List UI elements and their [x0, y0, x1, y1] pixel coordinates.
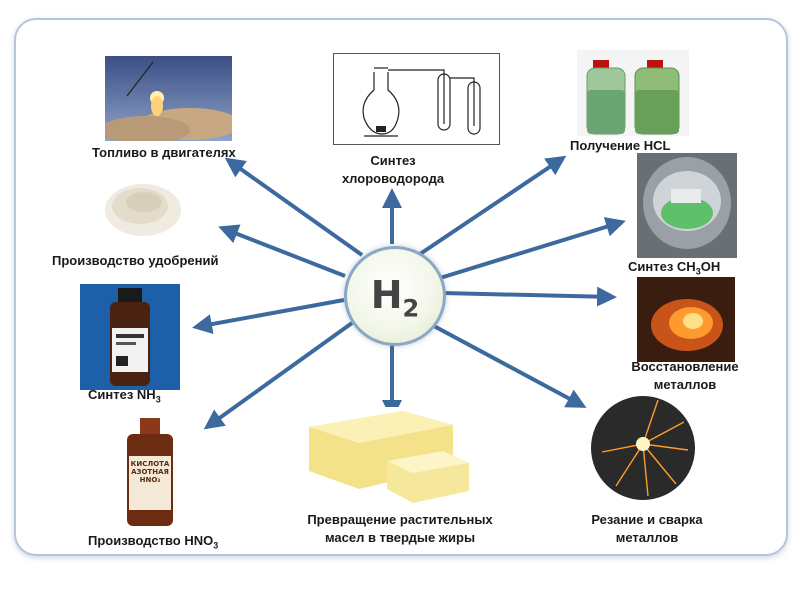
label-ammonia: Синтез NH3	[88, 387, 161, 405]
arrow-to-metals-reduction	[441, 286, 617, 307]
label-methanol: Синтез CH3OH	[628, 259, 721, 277]
fertilizer-granules-photo	[88, 172, 193, 244]
label-metals-reduction: Восстановление металлов	[631, 359, 739, 392]
ammonia-bottle-photo	[80, 284, 180, 390]
hydrogen-formula: H2	[370, 273, 420, 323]
label-hcl-synthesis: Синтез хлороводорода	[341, 153, 445, 186]
label-nitric-acid: Производство HNO3	[88, 533, 219, 551]
bottle-label: КИСЛОТА АЗОТНАЯ HNO₃	[130, 460, 170, 484]
hydrogen-hub: H2	[344, 246, 446, 346]
nitric-acid-bottle-photo: КИСЛОТА АЗОТНАЯ HNO₃	[115, 416, 185, 528]
rocket-launch-photo	[105, 56, 232, 141]
arrow-to-fertilizer	[218, 224, 346, 278]
arrow-to-methanol	[439, 217, 626, 280]
welding-sparks-photo	[588, 392, 698, 504]
lab-apparatus-diagram	[333, 53, 500, 145]
label-fats: Превращение растительных масел в твердые…	[307, 512, 493, 545]
molten-metal-photo	[637, 277, 735, 362]
butter-photo	[303, 407, 473, 507]
methanol-reactor-photo	[637, 153, 737, 258]
arrow-to-ammonia	[192, 298, 345, 334]
label-welding: Резание и сварка металлов	[591, 512, 703, 545]
label-hcl: Получение HCL	[570, 138, 671, 153]
arrow-to-nitric-acid	[203, 321, 354, 430]
acid-bottles-photo	[577, 50, 689, 136]
label-fertilizer: Производство удобрений	[52, 253, 219, 268]
arrow-to-hcl	[418, 155, 567, 256]
arrow-to-welding	[431, 323, 587, 408]
label-fuel: Топливо в двигателях	[92, 145, 236, 160]
arrow-to-fuel	[224, 157, 364, 257]
